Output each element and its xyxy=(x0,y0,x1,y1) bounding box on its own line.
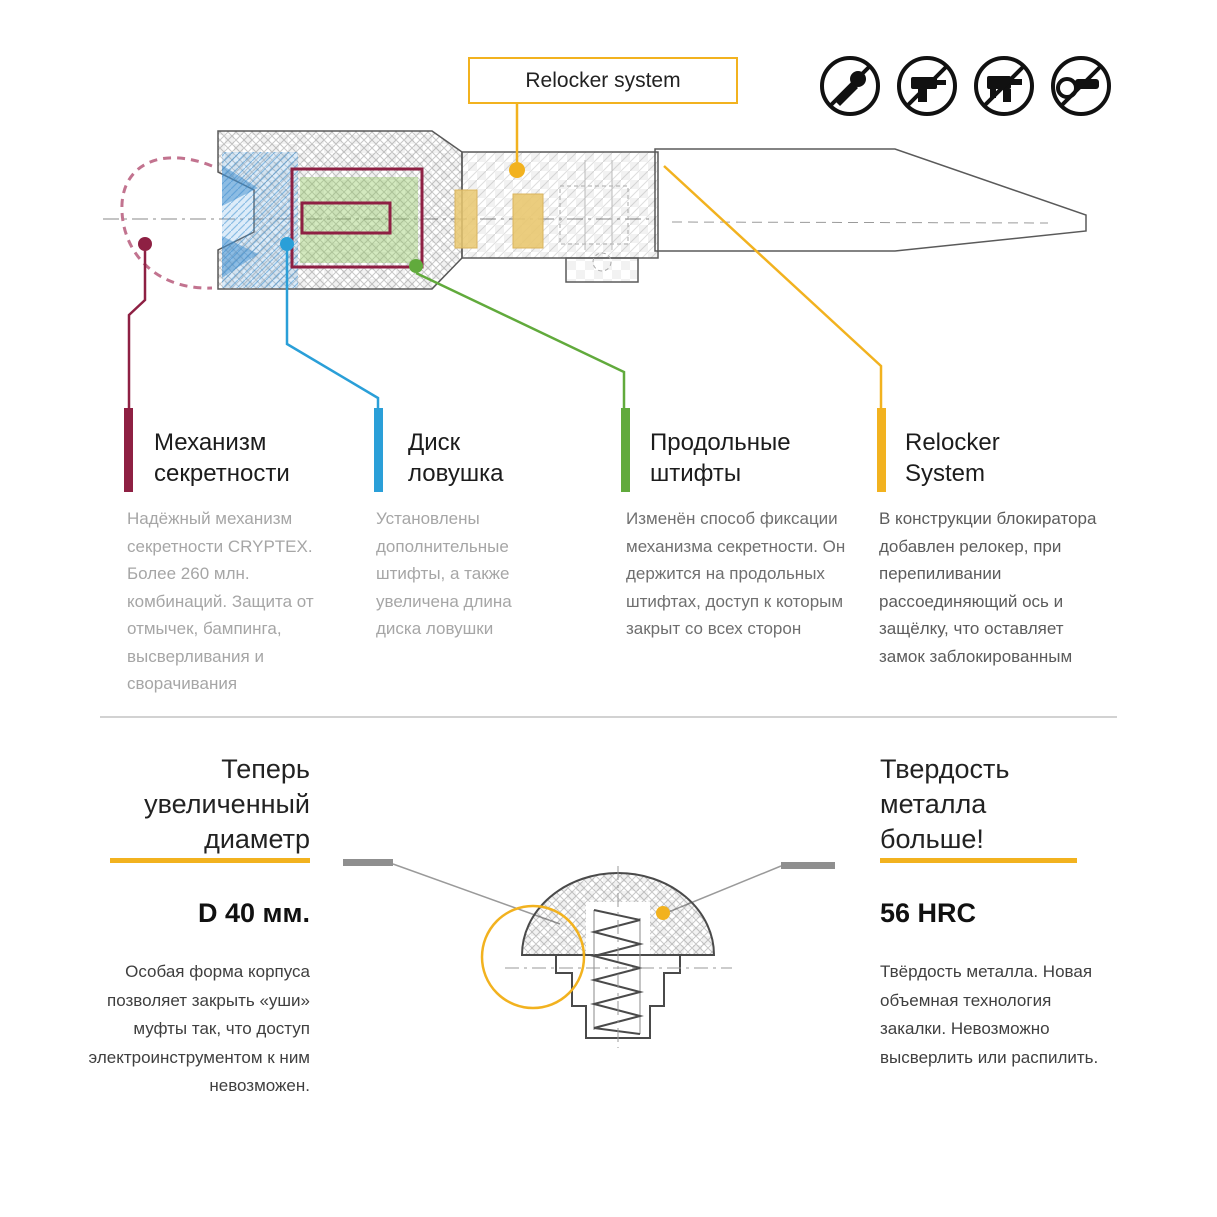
pin-cross-section xyxy=(343,859,835,1048)
leader-bar-left xyxy=(343,859,393,866)
yellow-dot-pin xyxy=(656,906,670,920)
relocker-part-a xyxy=(454,189,478,249)
callout-line-secrecy xyxy=(127,251,147,408)
feature-bar-trap-disc xyxy=(374,408,383,492)
bolt-blade xyxy=(654,148,1087,252)
prohibition-icons-row xyxy=(818,54,1113,118)
pins-zone xyxy=(300,177,418,263)
pin-stem xyxy=(555,954,681,1039)
callout-dot-pins xyxy=(409,259,423,273)
spring xyxy=(590,909,644,1035)
feature-bar-pins xyxy=(621,408,630,492)
yellow-highlight-circle xyxy=(480,904,586,1010)
hardness-description: Твёрдость металла. Новая объемная технол… xyxy=(880,962,1099,1067)
feature-title-pins: Продольные штифты xyxy=(650,429,791,487)
jaw-lower xyxy=(222,236,258,278)
callout-line-relocker-bar xyxy=(663,165,883,408)
callout-line-pins xyxy=(415,271,626,408)
feature-bar-secrecy xyxy=(124,408,133,492)
no-angle-grinder-icon xyxy=(1051,56,1111,116)
diameter-description: Особая форма корпуса позволяет закрыть «… xyxy=(88,962,310,1096)
no-drilling-bit-icon xyxy=(820,56,880,116)
blade-inner-line xyxy=(671,221,1049,224)
hardness-title: Твердость металла больше! xyxy=(880,754,1010,855)
relocker-system-label: Relocker system xyxy=(525,68,681,92)
feature-desc-relocker: В конструкции блокиратора добавлен релок… xyxy=(879,509,1097,666)
diameter-underline xyxy=(110,858,310,863)
no-drill-icon xyxy=(897,56,957,116)
mechanism-overlays xyxy=(222,152,544,288)
secrecy-mechanism-slot xyxy=(300,201,392,235)
jaw-upper xyxy=(222,165,258,206)
feature-title-trap-disc: Диск ловушка xyxy=(408,429,504,487)
relocker-system-label-box: Relocker system xyxy=(468,57,738,104)
leader-bar-right xyxy=(781,862,835,869)
feature-desc-trap-disc: Установлены дополнительные штифты, а так… xyxy=(376,509,512,639)
hardness-underline xyxy=(880,858,1077,863)
shackle-outline xyxy=(120,156,213,290)
callout-dot-secrecy xyxy=(138,237,152,251)
feature-title-relocker: Relocker System xyxy=(905,429,1000,487)
cylinder-foot xyxy=(565,257,639,283)
internal-detail-circle xyxy=(592,252,612,272)
leader-line-left xyxy=(392,863,561,925)
relocker-part-b xyxy=(512,193,544,249)
feature-desc-pins: Изменён способ фиксации механизма секрет… xyxy=(626,509,846,639)
no-hammer-drill-icon xyxy=(974,56,1034,116)
hardness-value: 56 HRC xyxy=(880,898,977,928)
callouts xyxy=(127,101,883,408)
secrecy-mechanism-frame xyxy=(290,167,424,269)
callout-dot-relocker xyxy=(509,162,525,178)
diameter-value: D 40 мм. xyxy=(198,898,310,928)
diameter-title: Теперь увеличенный диаметр xyxy=(144,754,310,855)
callout-dot-trap-disc xyxy=(280,237,294,251)
section-divider xyxy=(100,716,1117,718)
callout-line-trap-disc xyxy=(285,251,380,408)
feature-bar-relocker xyxy=(877,408,886,492)
feature-desc-secrecy: Надёжный механизм секретности CRYPTEX. Б… xyxy=(127,509,314,694)
feature-title-secrecy: Механизм секретности xyxy=(154,429,290,487)
